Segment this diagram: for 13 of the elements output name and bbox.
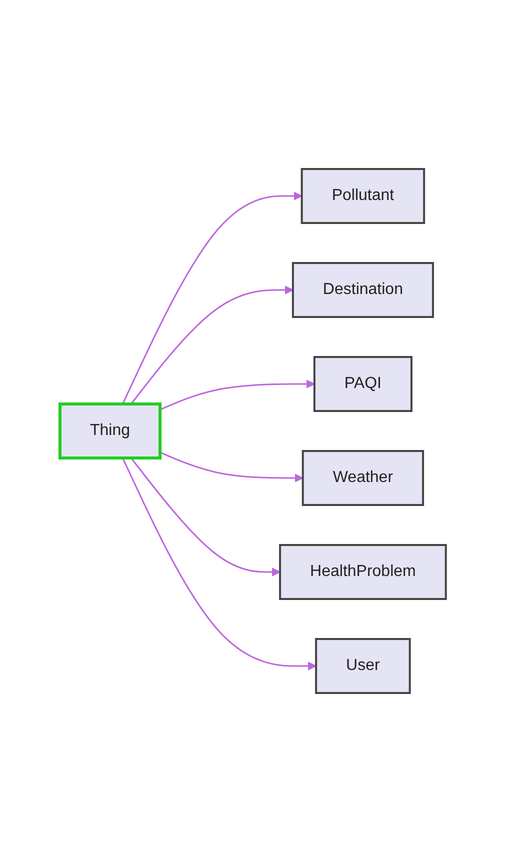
node-box: PAQI <box>313 356 413 412</box>
arrow <box>160 451 304 482</box>
node-box: User <box>315 638 411 694</box>
arrow <box>130 457 280 576</box>
arrow <box>122 457 317 670</box>
node-box: Thing <box>58 402 162 459</box>
node-box: Weather <box>302 450 424 506</box>
arrow <box>122 191 302 404</box>
arrow <box>130 285 294 404</box>
arrow <box>160 379 315 410</box>
node-box: Pollutant <box>300 168 426 224</box>
node-box: HealthProblem <box>279 544 447 600</box>
node-box: Destination <box>292 262 434 318</box>
